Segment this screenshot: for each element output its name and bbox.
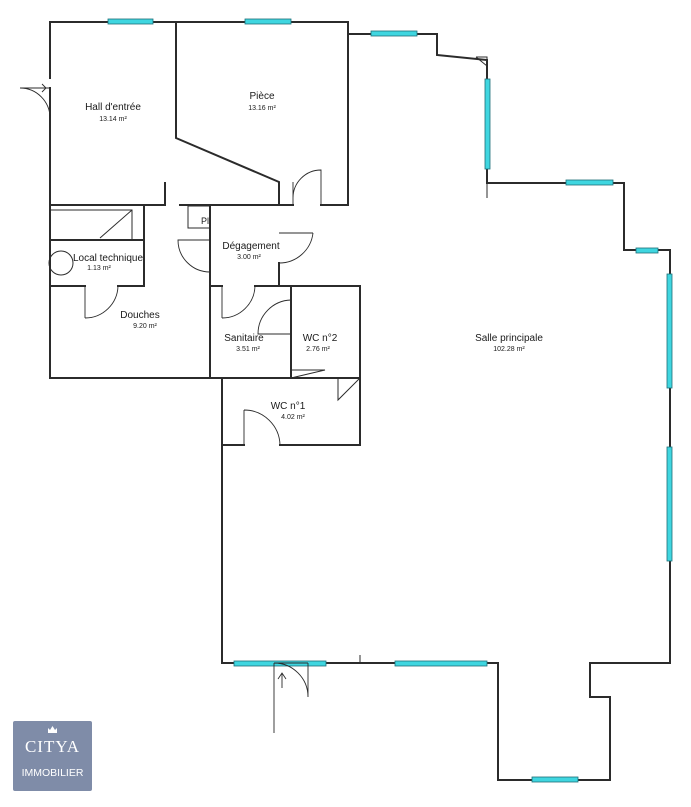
room-name-salle-principale: Salle principale xyxy=(475,333,543,344)
pl-label: Pl xyxy=(201,216,209,226)
logo-name: CITYA xyxy=(24,737,81,756)
room-name-sanitaire: Sanitaire xyxy=(224,333,264,344)
room-name-douches: Douches xyxy=(120,310,159,321)
room-area-piece: 13.16 m² xyxy=(248,105,276,112)
room-area-wc2: 2.76 m² xyxy=(306,346,330,353)
room-area-local-technique: 1.13 m² xyxy=(87,265,111,272)
windows xyxy=(107,18,673,783)
room-area-wc1: 4.02 m² xyxy=(281,414,305,421)
room-area-douches: 9.20 m² xyxy=(133,323,157,330)
room-name-degagement: Dégagement xyxy=(222,241,279,252)
crown-icon xyxy=(48,726,57,733)
room-labels: Hall d'entrée 13.14 m² Pièce 13.16 m² Dé… xyxy=(73,91,543,421)
doors xyxy=(19,83,322,733)
room-name-piece: Pièce xyxy=(249,91,274,102)
room-name-hall: Hall d'entrée xyxy=(85,102,141,113)
room-area-sanitaire: 3.51 m² xyxy=(236,346,260,353)
room-name-wc1: WC n°1 xyxy=(271,401,306,412)
room-name-wc2: WC n°2 xyxy=(303,333,338,344)
room-area-salle-principale: 102.28 m² xyxy=(493,346,525,353)
citya-logo: CITYA IMMOBILIER xyxy=(13,721,92,791)
room-area-degagement: 3.00 m² xyxy=(237,254,261,261)
room-area-hall: 13.14 m² xyxy=(99,116,127,123)
walls xyxy=(49,21,671,781)
logo-subtitle: IMMOBILIER xyxy=(21,767,84,779)
room-name-local-technique: Local technique xyxy=(73,253,143,264)
